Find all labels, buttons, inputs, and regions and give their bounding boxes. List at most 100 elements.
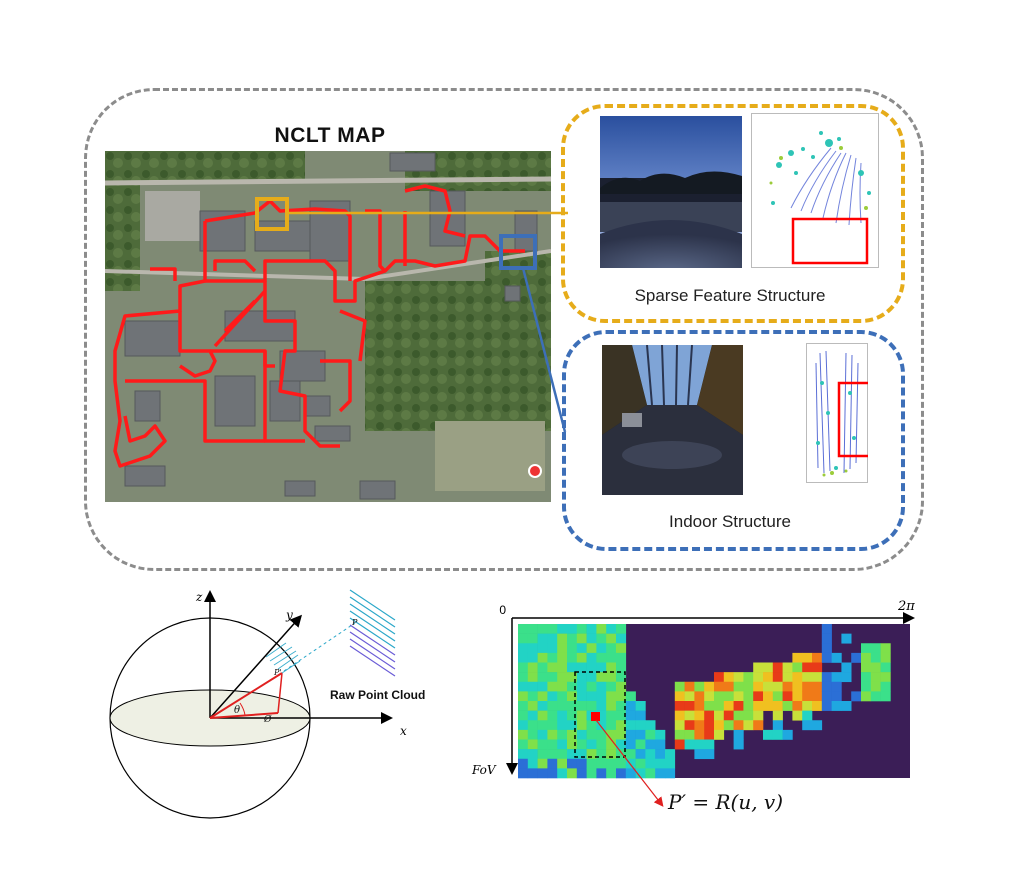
range-cell: [753, 691, 764, 702]
range-cell: [694, 749, 705, 760]
range-cell: [625, 768, 636, 779]
range-cell: [576, 681, 587, 692]
range-cell: [576, 768, 587, 779]
axis-y-label: y: [285, 608, 293, 622]
range-cell: [527, 720, 538, 731]
range-cell: [616, 710, 627, 721]
range-cell: [880, 681, 891, 692]
range-cell: [880, 662, 891, 673]
selected-pixel: [591, 712, 600, 721]
range-cell: [537, 739, 548, 750]
range-cell: [518, 652, 529, 663]
range-cell: [547, 729, 558, 740]
range-cell: [547, 739, 558, 750]
range-cell: [586, 681, 597, 692]
range-cell: [537, 652, 548, 663]
range-cell: [763, 729, 774, 740]
range-cell: [802, 701, 813, 711]
range-cell: [782, 729, 793, 740]
range-cell: [763, 672, 774, 683]
range-cell: [870, 643, 881, 654]
range-cell: [557, 681, 568, 692]
range-cell: [518, 758, 529, 769]
range-cell: [861, 681, 872, 692]
range-cell: [714, 701, 725, 711]
range-cell: [635, 768, 646, 779]
range-cell: [753, 710, 764, 721]
range-cell: [782, 681, 793, 692]
range-cell: [518, 643, 529, 654]
map-pin-icon: [528, 464, 542, 478]
range-cell: [772, 701, 783, 711]
range-cell: [557, 729, 568, 740]
range-cell: [831, 681, 842, 692]
range-cell: [704, 729, 715, 740]
range-cell: [596, 758, 607, 769]
range-cell: [606, 681, 617, 692]
range-cell: [557, 662, 568, 673]
range-cell: [861, 672, 872, 683]
range-cell: [772, 729, 783, 740]
range-cell: [557, 652, 568, 663]
range-cell: [655, 758, 666, 769]
range-cell: [518, 672, 529, 683]
range-cell: [537, 624, 548, 634]
trajectory-path: [113, 184, 525, 468]
range-cell: [714, 681, 725, 692]
range-cell: [821, 633, 832, 644]
range-cell: [645, 768, 656, 779]
range-cell: [547, 643, 558, 654]
range-cell: [616, 768, 627, 779]
range-cell: [861, 652, 872, 663]
range-cell: [812, 652, 823, 663]
range-cell: [674, 710, 685, 721]
sparse-caption: Sparse Feature Structure: [634, 286, 826, 305]
spherical-projection-diagram: z y x θ Ø P' P: [109, 589, 407, 819]
range-cell: [880, 691, 891, 702]
range-cell: [537, 691, 548, 702]
range-cell: [841, 633, 852, 644]
range-cell: [606, 701, 617, 711]
range-cell: [537, 662, 548, 673]
range-cell: [635, 729, 646, 740]
range-cell: [714, 710, 725, 721]
range-cell: [733, 720, 744, 731]
phi-label: Ø: [263, 714, 272, 725]
raw-point-cloud-label: Raw Point Cloud: [330, 688, 426, 702]
range-cell: [763, 691, 774, 702]
range-cell: [821, 672, 832, 683]
range-cell: [812, 672, 823, 683]
range-cell: [802, 691, 813, 702]
range-cell: [616, 720, 627, 731]
range-formula: P′ = R(u, v): [668, 790, 784, 814]
outer-dashed-frame: [84, 88, 924, 571]
range-cell: [606, 768, 617, 779]
range-cell: [527, 701, 538, 711]
range-cell: [792, 710, 803, 721]
map-title: NCLT MAP: [274, 124, 386, 147]
range-cell: [606, 720, 617, 731]
range-cell: [616, 624, 627, 634]
range-cell: [537, 681, 548, 692]
range-cell: [743, 691, 754, 702]
range-cell: [596, 624, 607, 634]
range-cell: [616, 729, 627, 740]
range-cell: [616, 662, 627, 673]
range-cell: [772, 720, 783, 731]
range-cell: [665, 758, 676, 769]
range-cell: [606, 739, 617, 750]
range-cell: [870, 672, 881, 683]
range-cell: [782, 662, 793, 673]
range-cell: [576, 701, 587, 711]
range-cell: [518, 624, 529, 634]
range-cell: [567, 701, 578, 711]
range-cell: [586, 643, 597, 654]
range-cell: [596, 749, 607, 760]
range-cell: [567, 720, 578, 731]
range-cell: [567, 652, 578, 663]
range-cell: [596, 633, 607, 644]
range-cell: [694, 739, 705, 750]
range-cell: [792, 691, 803, 702]
range-cell: [723, 681, 734, 692]
range-cell: [596, 652, 607, 663]
